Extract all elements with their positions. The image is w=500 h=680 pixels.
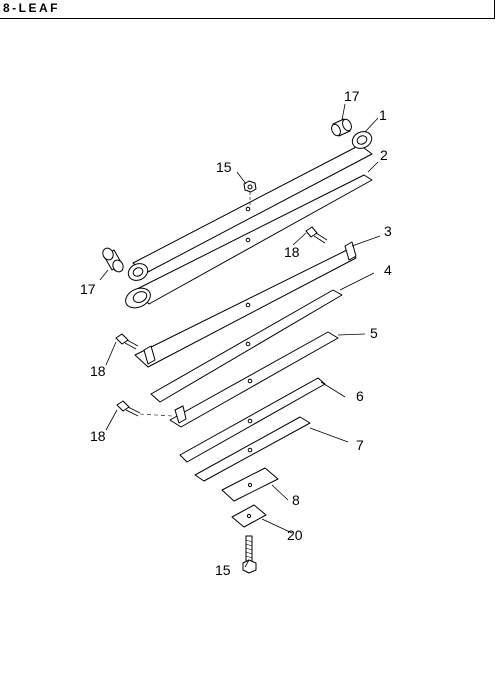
callout-3: 3 — [384, 223, 392, 239]
callout-1: 1 — [379, 107, 387, 123]
part-15-center-bolt — [242, 535, 257, 574]
part-4-leaf — [150, 289, 343, 403]
part-7-leaf — [194, 416, 311, 482]
page-header: 8-LEAF — [0, 0, 495, 19]
part-6-leaf — [179, 377, 326, 463]
callout-5: 5 — [370, 325, 378, 341]
part-17-bushing-left — [102, 247, 124, 273]
callout-18-middle: 18 — [90, 363, 106, 379]
part-8-spacer — [221, 467, 279, 502]
part-5-leaf — [169, 331, 339, 428]
callout-8: 8 — [292, 492, 300, 508]
callout-17-top: 17 — [344, 88, 360, 104]
callout-4: 4 — [384, 262, 392, 278]
callout-18-top: 18 — [284, 244, 300, 260]
leader-lines — [99, 103, 381, 568]
callout-17-left: 17 — [80, 281, 96, 297]
callout-15-bottom: 15 — [215, 562, 231, 578]
part-18-bolt-middle — [115, 333, 139, 350]
part-20-plate — [231, 504, 267, 528]
callout-6: 6 — [356, 388, 364, 404]
part-18-bolt-lower — [116, 400, 141, 417]
part-1-main-leaf — [127, 131, 373, 281]
part-18-bolt-top — [305, 226, 328, 244]
callout-20: 20 — [287, 527, 303, 543]
callout-18-lower: 18 — [90, 428, 106, 444]
part-3-leaf — [134, 241, 357, 368]
callout-2: 2 — [380, 147, 388, 163]
callout-7: 7 — [356, 437, 364, 453]
part-2-second-leaf — [125, 174, 373, 309]
part-17-bushing-top — [331, 118, 352, 137]
part-15-nut — [243, 180, 257, 193]
callout-15-top: 15 — [216, 159, 232, 175]
page-title: 8-LEAF — [3, 1, 60, 15]
